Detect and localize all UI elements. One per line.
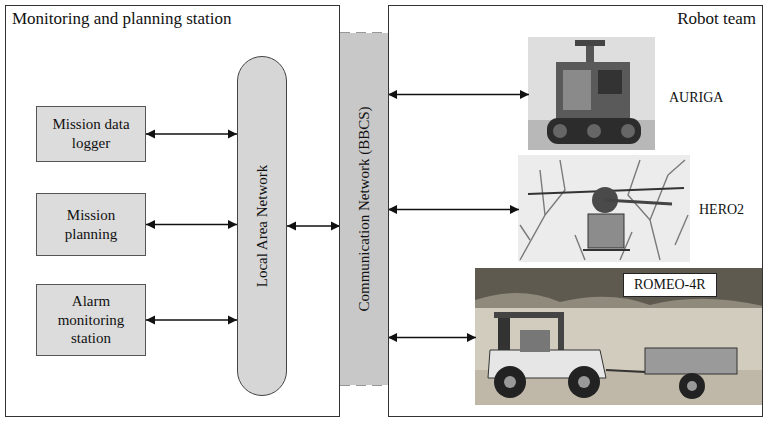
hero2-photo-part-part bbox=[520, 170, 545, 260]
romeo-4r-photo-part bbox=[504, 376, 516, 388]
romeo-4r-photo-part bbox=[520, 330, 550, 352]
station-panel: Mission data loggerMission planningAlarm… bbox=[5, 5, 340, 417]
romeo-4r-photo-part bbox=[578, 376, 590, 388]
link-arrow bbox=[388, 209, 519, 210]
romeo-4r-photo-part bbox=[475, 268, 763, 306]
process-box: Alarm monitoring station bbox=[36, 284, 146, 356]
robot-node: AURIGA bbox=[529, 38, 724, 151]
hero2-photo-part bbox=[588, 214, 624, 248]
process-box: Mission data logger bbox=[36, 106, 146, 162]
box-label: Alarm monitoring station bbox=[51, 292, 131, 348]
auriga-photo-part bbox=[621, 124, 635, 138]
network-band: Communication Network (BBCS) bbox=[340, 33, 388, 385]
romeo-4r-photo-part bbox=[687, 381, 697, 391]
romeo-4r-photo-part bbox=[475, 268, 763, 308]
robot-name: AURIGA bbox=[669, 90, 723, 106]
auriga-photo bbox=[528, 37, 655, 150]
auriga-photo-part bbox=[586, 46, 594, 64]
link-arrow bbox=[146, 319, 237, 320]
network-band-dashes bbox=[340, 33, 388, 385]
link-arrow bbox=[146, 133, 237, 134]
auriga-photo-part bbox=[528, 37, 655, 150]
romeo-4r-photo-part bbox=[568, 366, 600, 398]
robot-name: ROMEO-4R bbox=[623, 273, 717, 297]
auriga-photo-part bbox=[587, 124, 601, 138]
network-label: Local Area Network bbox=[254, 165, 271, 287]
box-label: Mission data logger bbox=[51, 115, 131, 153]
hero2-photo-part bbox=[518, 155, 690, 262]
link-arrow bbox=[388, 337, 476, 338]
romeo-4r-photo-part bbox=[475, 268, 763, 405]
robot-node: ROMEO-4R bbox=[476, 269, 762, 406]
auriga-photo-part bbox=[556, 62, 630, 120]
link-arrow bbox=[287, 225, 340, 226]
link-arrow bbox=[146, 224, 237, 225]
link-arrow bbox=[388, 94, 529, 95]
hero2-photo-part-part bbox=[668, 160, 685, 175]
romeo-4r-photo-part bbox=[645, 348, 737, 374]
hero2-photo-part-part bbox=[520, 225, 530, 240]
robot-panel: AURIGA HERO2ROMEO-4R Robot team bbox=[388, 5, 763, 417]
panel-heading: Monitoring and planning station bbox=[12, 9, 232, 29]
auriga-photo-part bbox=[553, 124, 567, 138]
box-label: Mission planning bbox=[51, 206, 131, 244]
network-bus: Local Area Network bbox=[237, 56, 287, 396]
hero2-photo-part bbox=[605, 200, 672, 204]
auriga-photo-part bbox=[563, 70, 591, 110]
hero2-photo-part bbox=[583, 249, 630, 251]
robot-node: HERO2 bbox=[519, 156, 759, 263]
auriga-photo-part bbox=[547, 118, 641, 144]
process-box: Mission planning bbox=[36, 193, 146, 256]
panel-heading: Robot team bbox=[677, 9, 756, 29]
hero2-photo-part-part bbox=[545, 160, 565, 215]
hero2-photo bbox=[518, 155, 690, 262]
hero2-photo-part-part bbox=[575, 235, 585, 260]
romeo-4r-photo-part bbox=[494, 312, 564, 318]
auriga-photo-part bbox=[575, 40, 605, 46]
romeo-4r-photo bbox=[475, 268, 763, 405]
hero2-photo-part-part bbox=[675, 215, 688, 245]
network-label: Communication Network (BBCS) bbox=[356, 107, 373, 312]
romeo-4r-photo-part bbox=[494, 366, 526, 398]
hero2-photo-part bbox=[520, 160, 688, 260]
romeo-4r-photo-part bbox=[558, 312, 564, 352]
romeo-4r-photo-part bbox=[679, 373, 705, 399]
romeo-4r-photo-part bbox=[606, 370, 645, 372]
robot-name: HERO2 bbox=[699, 202, 744, 218]
auriga-photo-part bbox=[598, 70, 622, 94]
